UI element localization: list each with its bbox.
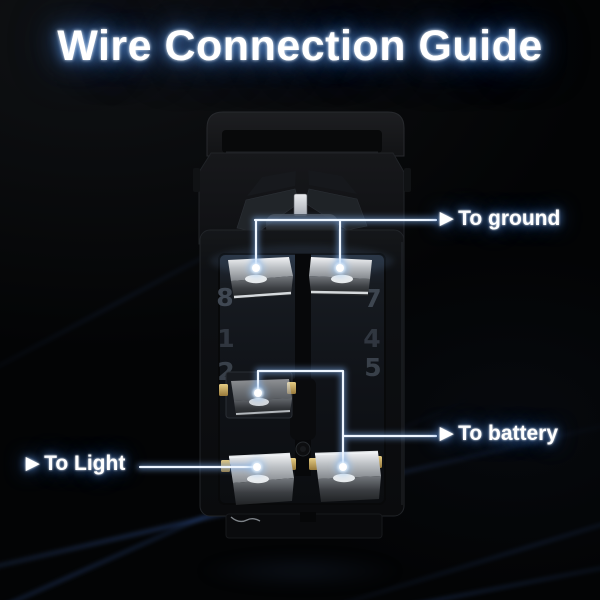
terminal-edge-highlight — [228, 452, 291, 459]
pin-number-5: 5 — [364, 353, 381, 382]
flange-ear-right — [404, 168, 411, 192]
callout-label: To battery — [458, 422, 559, 445]
terminal-slot — [333, 473, 355, 483]
dot-core — [252, 264, 260, 272]
callout-label: To Light — [44, 452, 126, 475]
callout-to-ground: ▶ To ground — [440, 207, 560, 230]
terminal-dot-bottom-left — [248, 458, 266, 476]
led-window — [293, 193, 308, 217]
callout-to-battery: ▶ To battery — [440, 422, 558, 445]
pin-number-7: 7 — [364, 284, 381, 313]
arrowhead-icon: ▶ — [26, 453, 40, 473]
pin-number-4: 4 — [363, 324, 380, 353]
connection-line-battery — [256, 369, 438, 468]
rocker-switch: 8 1 2 7 4 5 — [193, 111, 411, 539]
callout-label: To ground — [458, 207, 561, 230]
center-divider-boss — [290, 378, 316, 440]
arrowhead-icon: ▶ — [440, 208, 454, 228]
terminal-edge-highlight — [233, 291, 292, 299]
terminal-front-face — [233, 478, 294, 505]
terminal-gold-tab — [219, 384, 228, 396]
spring-wing-left — [247, 171, 296, 196]
terminal-dots — [247, 259, 352, 476]
terminal-dot-middle — [249, 384, 267, 402]
spring-wing-right — [308, 170, 357, 194]
terminal-dot-top-left — [247, 259, 265, 277]
page-title: Wire Connection Guide — [57, 22, 543, 70]
dot-core — [336, 264, 344, 272]
terminal-edge-highlight — [310, 290, 369, 295]
flange-ear-left — [193, 168, 200, 192]
terminal-gold-tab — [309, 458, 318, 470]
dot-core — [253, 463, 261, 471]
terminal-dot-top-right — [331, 259, 349, 277]
terminal-edge-highlight — [314, 450, 379, 456]
terminal-dot-bottom-right — [334, 458, 352, 476]
terminal-front-face — [309, 276, 370, 296]
dot-core — [339, 463, 347, 471]
callout-to-light: ▶ To Light — [26, 452, 125, 475]
bottom-clip-mark — [230, 516, 261, 523]
terminal-slot — [245, 274, 267, 284]
arrowhead-icon: ▶ — [440, 423, 454, 443]
center-rivet-core — [300, 446, 306, 452]
pin-number-1: 1 — [217, 324, 234, 353]
pin-number-8: 8 — [216, 283, 233, 312]
terminal-edge-highlight — [235, 410, 291, 415]
bottom-lip-notch — [300, 512, 316, 522]
dot-core — [254, 389, 262, 397]
switch-reflection — [165, 548, 435, 594]
terminal-slot — [247, 474, 269, 484]
terminal-slot — [331, 274, 353, 284]
top-cap-recess — [222, 130, 382, 153]
terminal-front-face — [318, 476, 381, 502]
